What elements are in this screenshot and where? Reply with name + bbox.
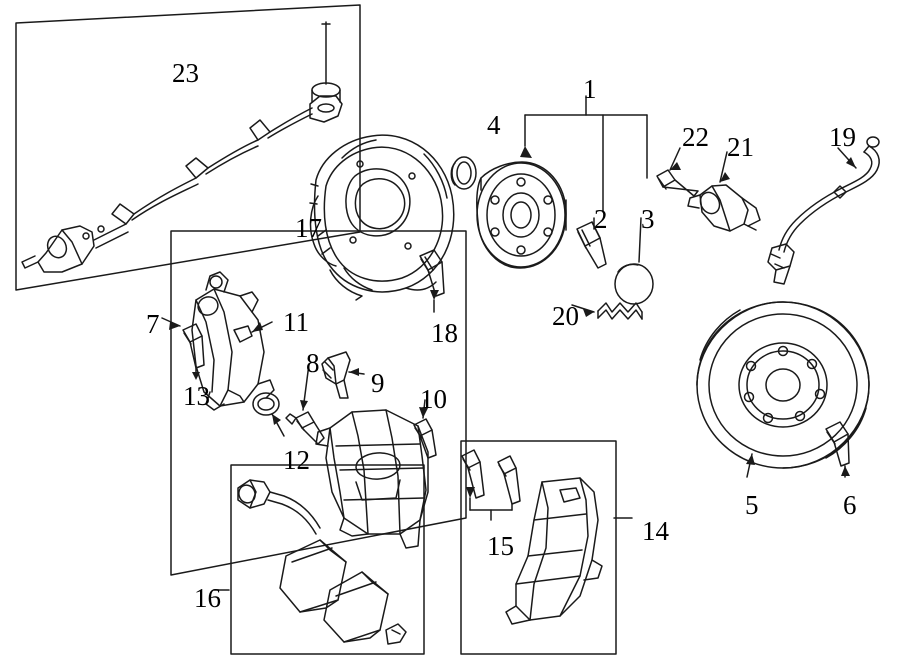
callout-number-12: 12: [283, 445, 310, 475]
retaining-clip: [597, 302, 643, 320]
hub-bolt: [576, 221, 607, 269]
leader-22: [669, 147, 681, 171]
callout-number-21: 21: [727, 132, 754, 162]
callout-number-2: 2: [594, 204, 608, 234]
wheel-speed-sensor: [687, 184, 761, 232]
callout-number-11: 11: [283, 307, 309, 337]
brake-caliper-body: [315, 409, 429, 549]
callout-number-18: 18: [431, 318, 458, 348]
panel-sensor-harness: [15, 4, 361, 291]
brake-backing-plate: [309, 134, 455, 301]
callout-bracket-15: [469, 497, 513, 521]
rotor-screw: [825, 421, 850, 467]
panel-brake-pads: [230, 464, 425, 655]
callout-number-8: 8: [306, 348, 320, 378]
wheel-hub-bearing: [476, 161, 567, 269]
callout-number-10: 10: [420, 384, 447, 414]
sensor-bolt: [656, 169, 699, 197]
brake-rotor: [696, 301, 870, 469]
leader-3: [638, 217, 642, 263]
shield-bolt: [419, 249, 445, 297]
hub-cap: [614, 263, 654, 305]
callout-number-9: 9: [371, 368, 385, 398]
leader-7: [161, 317, 181, 327]
callout-number-13: 13: [183, 381, 210, 411]
callout-number-19: 19: [829, 122, 856, 152]
callout-number-1: 1: [583, 74, 597, 104]
callout-number-5: 5: [745, 490, 759, 520]
leader-21: [719, 151, 728, 183]
callout-number-17: 17: [295, 213, 322, 243]
parking-brake-lever-assembly: [191, 271, 275, 411]
panel-caliper-group: [170, 230, 467, 576]
sensor-cable: [767, 136, 880, 285]
callout-number-3: 3: [641, 204, 655, 234]
guide-bolt-7: [182, 323, 205, 369]
callout-number-7: 7: [146, 309, 160, 339]
leader-20: [571, 304, 595, 313]
callout-number-16: 16: [194, 583, 221, 613]
callout-number-15: 15: [487, 531, 514, 561]
bleeder-cap-9: [321, 351, 351, 399]
hub-seal: [450, 156, 477, 190]
callout-number-20: 20: [552, 301, 579, 331]
bleeder-screw-8: [285, 411, 325, 445]
callout-number-23: 23: [172, 58, 199, 88]
piston-seal-12: [252, 392, 280, 416]
callout-number-6: 6: [843, 490, 857, 520]
callout-number-22: 22: [682, 122, 709, 152]
callout-number-14: 14: [642, 516, 669, 546]
callout-number-4: 4: [487, 110, 501, 140]
callout-bracket-1: [520, 95, 648, 213]
panel-caliper-bracket: [460, 440, 617, 655]
